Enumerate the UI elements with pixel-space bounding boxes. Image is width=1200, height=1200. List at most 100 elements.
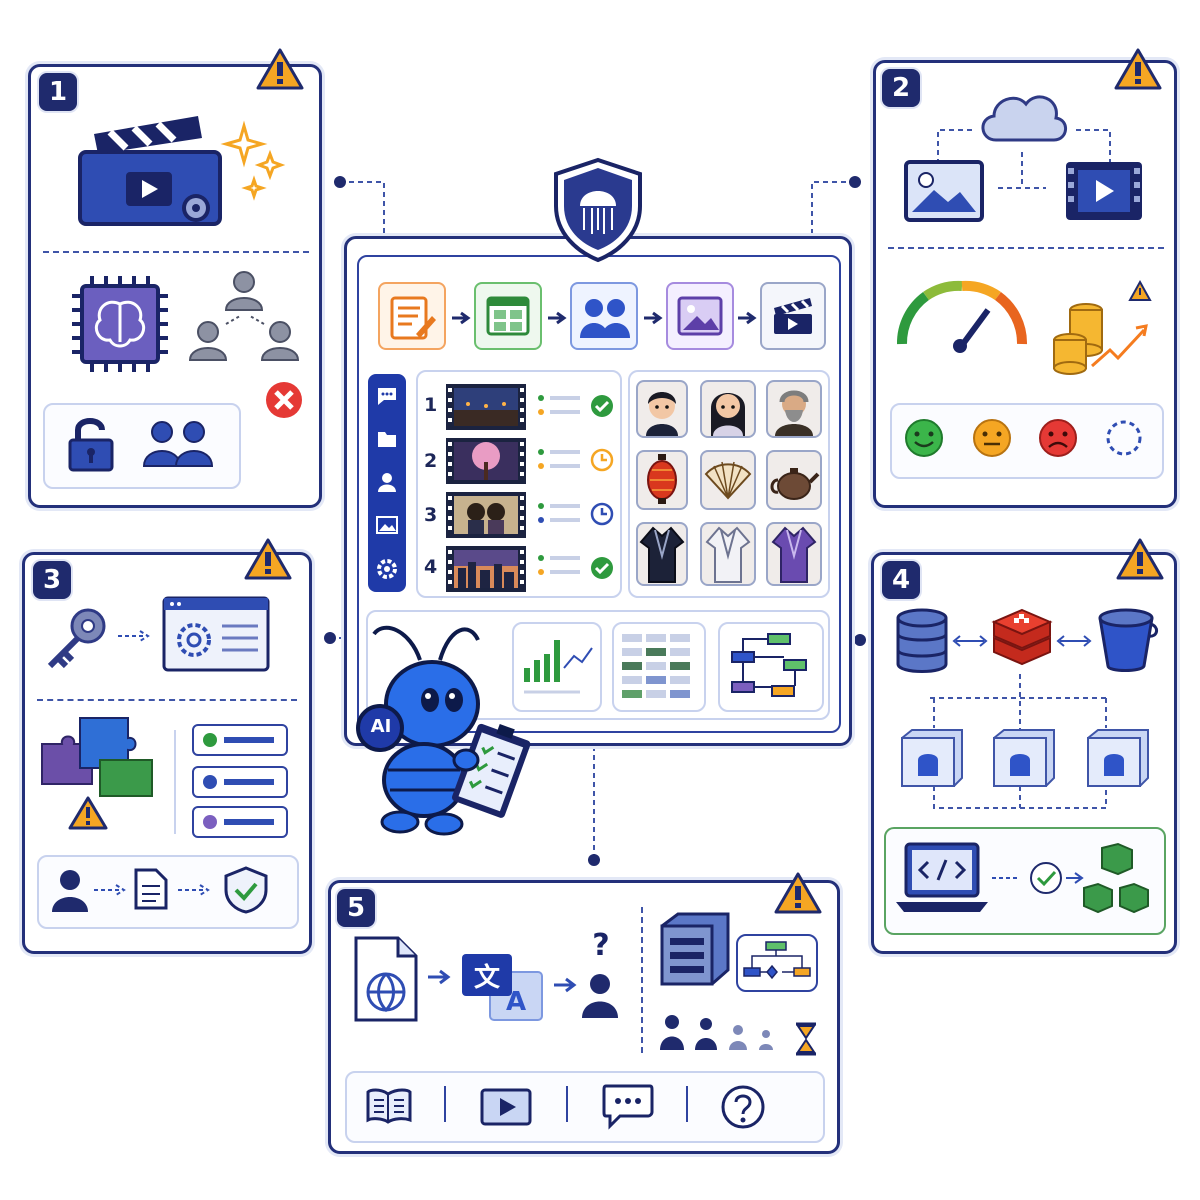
web-document-icon (354, 936, 418, 1022)
container-links (930, 674, 1108, 809)
list-divider (174, 730, 176, 834)
storyboard-icon (486, 296, 530, 336)
panel-3-badge: 3 (33, 561, 71, 599)
divider (43, 251, 309, 253)
warning-icon (256, 48, 304, 90)
step-characters-tile[interactable] (570, 282, 638, 350)
redis-icon (991, 608, 1053, 666)
puzzle-icon (41, 717, 153, 797)
fan-icon (704, 461, 752, 500)
neutral-face-icon (973, 419, 1011, 457)
settings-window-icon (162, 596, 270, 672)
panel-4-badge: 4 (882, 561, 920, 599)
key-icon (47, 608, 106, 669)
list-icon (203, 733, 274, 829)
user-nav-icon[interactable] (376, 472, 398, 492)
scene-meta (538, 395, 580, 575)
scene-number: 2 (424, 450, 438, 472)
warning-icon (244, 538, 292, 580)
jellyfish-shield-icon (554, 157, 642, 263)
scene-number: 4 (424, 556, 438, 578)
translate-icon: A文 (462, 954, 543, 1021)
flowchart-icon (731, 633, 807, 697)
user-icon (52, 870, 88, 912)
arrow (1056, 635, 1092, 647)
scene-number: 3 (424, 504, 438, 526)
arrow (94, 884, 126, 896)
write-icon (390, 296, 436, 340)
step-storyboard-tile[interactable] (474, 282, 542, 350)
svg-text:文: 文 (474, 962, 501, 993)
loading-icon (1106, 420, 1142, 456)
asset-prop[interactable] (700, 450, 756, 510)
server-icon (660, 912, 730, 986)
hourglass-icon (796, 1022, 816, 1056)
image-icon (904, 160, 984, 222)
status-done-icon (591, 557, 613, 579)
arrow (428, 969, 451, 985)
table-icon (622, 634, 690, 698)
play-icon[interactable] (480, 1088, 532, 1126)
question-mark: ? (592, 928, 610, 963)
panel-1-badge: 1 (39, 73, 77, 111)
character-girl-icon (711, 393, 745, 436)
video-icon (1066, 162, 1142, 220)
sparkles-icon (220, 120, 286, 201)
scene-thumbnail[interactable] (446, 384, 526, 430)
kimono-dark-icon (639, 526, 685, 583)
arrow (548, 311, 567, 325)
panel-5-badge: 5 (337, 889, 375, 927)
clapperboard-icon (78, 116, 222, 226)
chat-icon[interactable] (602, 1084, 654, 1130)
image-nav-icon[interactable] (376, 516, 398, 534)
document-icon (134, 868, 168, 910)
ai-robot-mascot (356, 625, 531, 836)
warning-icon (1114, 48, 1162, 90)
coins-icon (1053, 279, 1152, 375)
warning-icon (774, 872, 822, 914)
sad-face-icon (1039, 419, 1077, 457)
cubes-icon (1083, 842, 1149, 914)
cloud-icon (981, 95, 1067, 142)
user-question-icon (582, 974, 618, 1018)
scene-thumbnail[interactable] (446, 438, 526, 484)
unlock-icon (68, 418, 114, 472)
kimono-purple-icon (771, 526, 817, 583)
error-icon (266, 382, 302, 418)
arrow (1066, 872, 1084, 884)
arrow (554, 977, 577, 993)
arrow (178, 884, 210, 896)
arrow (118, 630, 150, 642)
character-boy-icon (646, 392, 678, 436)
divider (37, 699, 297, 701)
bar-chart-icon (524, 640, 593, 694)
divider (641, 907, 643, 1053)
divider (888, 247, 1164, 249)
database-icon (896, 608, 948, 673)
book-icon[interactable] (366, 1088, 412, 1124)
separator (686, 1086, 688, 1122)
settings-nav-icon[interactable] (376, 558, 398, 580)
queue-users-icon (660, 1015, 773, 1050)
laptop-code-icon (896, 842, 988, 912)
panel-2-badge: 2 (882, 69, 920, 107)
kimono-white-icon (705, 526, 751, 583)
help-icon[interactable] (720, 1084, 766, 1130)
status-queued-icon (590, 502, 614, 526)
container-icon (901, 729, 963, 787)
status-done-icon (591, 395, 613, 417)
lantern-icon (647, 454, 677, 504)
chat-nav-icon[interactable] (376, 386, 398, 406)
arrow (452, 311, 471, 325)
scene-thumbnail[interactable] (446, 546, 526, 592)
scene-thumbnail[interactable] (446, 492, 526, 538)
bucket-icon (1098, 608, 1158, 672)
gauge-icon (896, 280, 1028, 353)
separator (566, 1086, 568, 1122)
image-gen-icon (677, 296, 723, 336)
folder-nav-icon[interactable] (376, 430, 398, 448)
warning-icon (1116, 538, 1164, 580)
arrow (738, 311, 757, 325)
characters-icon (580, 299, 630, 338)
